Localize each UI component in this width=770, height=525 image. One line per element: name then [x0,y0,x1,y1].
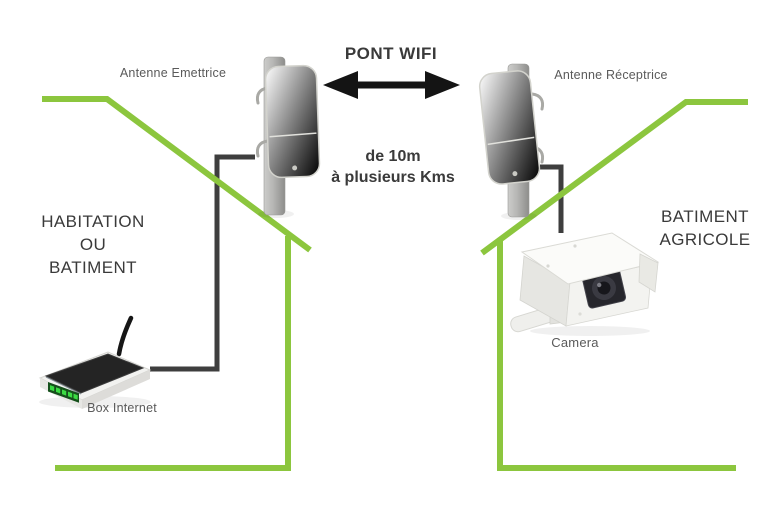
screw-icon [573,244,577,248]
screw-icon [578,312,582,316]
transmitter-antenna-illustration [255,56,321,218]
right-house-roof [480,99,748,256]
right-building-line-2: AGRICOLE [659,230,751,249]
right-house-wall-floor [497,238,736,471]
camera-shadow [530,326,650,336]
receiver-antenna-label: Antenne Réceptrice [554,68,668,82]
left-building-line-1: HABITATION [41,212,145,231]
wifi-bridge-arrow-icon [323,71,460,99]
led-icon [68,391,73,398]
router-label: Box Internet [87,401,157,415]
left-building-line-2: OU [79,235,107,254]
antenna-radome [264,64,321,179]
led-icon [56,387,61,394]
distance-note: de 10m à plusieurs Kms [331,146,455,188]
antenna-led [292,165,298,171]
transmitter-antenna-label: Antenne Emettrice [119,66,227,80]
router-antenna [116,315,134,357]
right-building-label: BATIMENT AGRICOLE [659,205,750,251]
led-icon [62,389,67,396]
antenna-led [512,171,518,177]
camera-sunshield-lip [638,253,659,293]
router-led-strip [48,382,79,403]
receiver-antenna-illustration [478,63,545,220]
distance-line-2: à plusieurs Kms [331,169,455,186]
router-illustration [38,315,152,409]
router-edge-highlight [45,376,82,395]
camera-label: Camera [551,335,599,350]
right-house-outline [480,99,748,471]
left-ethernet-cable [150,154,255,372]
antenna-unit [478,70,541,185]
left-building-label: HABITATION OU BATIMENT [41,210,145,279]
left-house-roof [42,96,312,253]
right-building-line-1: BATIMENT [661,207,749,226]
wifi-bridge-title: PONT WIFI [344,44,438,63]
router-top-panel [44,353,145,394]
mount-hook-icon [530,92,545,111]
mount-hook-icon [255,139,270,158]
antenna-seam [487,136,535,146]
router-side-face [82,370,150,409]
camera-illustration [510,232,660,336]
led-icon [50,385,55,392]
left-house-wall-floor [55,236,291,471]
screw-icon [546,264,550,268]
left-building-line-3: BATIMENT [49,258,137,277]
distance-line-1: de 10m [365,148,421,165]
led-icon [73,393,78,400]
camera-sunshield [520,232,660,285]
right-ethernet-cable [540,164,564,233]
antenna-unit [264,64,321,179]
antenna-radome [478,70,541,185]
left-house-outline [42,96,312,471]
antenna-seam [269,132,317,138]
